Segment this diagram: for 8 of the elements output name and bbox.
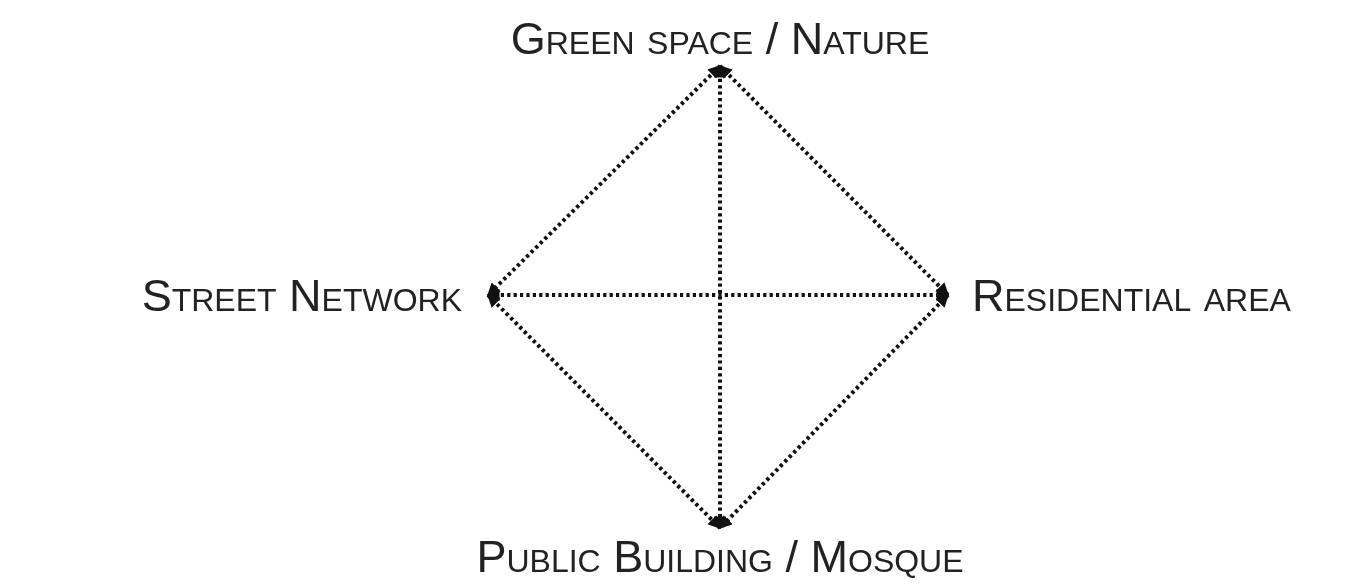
node-label: Public Building / Mosque (476, 533, 964, 579)
dotted-double-arrow (718, 293, 950, 530)
dotted-double-arrow (718, 64, 950, 297)
node-label: Green space / Nature (510, 15, 930, 61)
dotted-double-arrow (486, 293, 722, 530)
node-label: Residential area (972, 272, 1291, 318)
dotted-double-arrow (486, 288, 950, 302)
node-label: Street Network (141, 272, 462, 318)
